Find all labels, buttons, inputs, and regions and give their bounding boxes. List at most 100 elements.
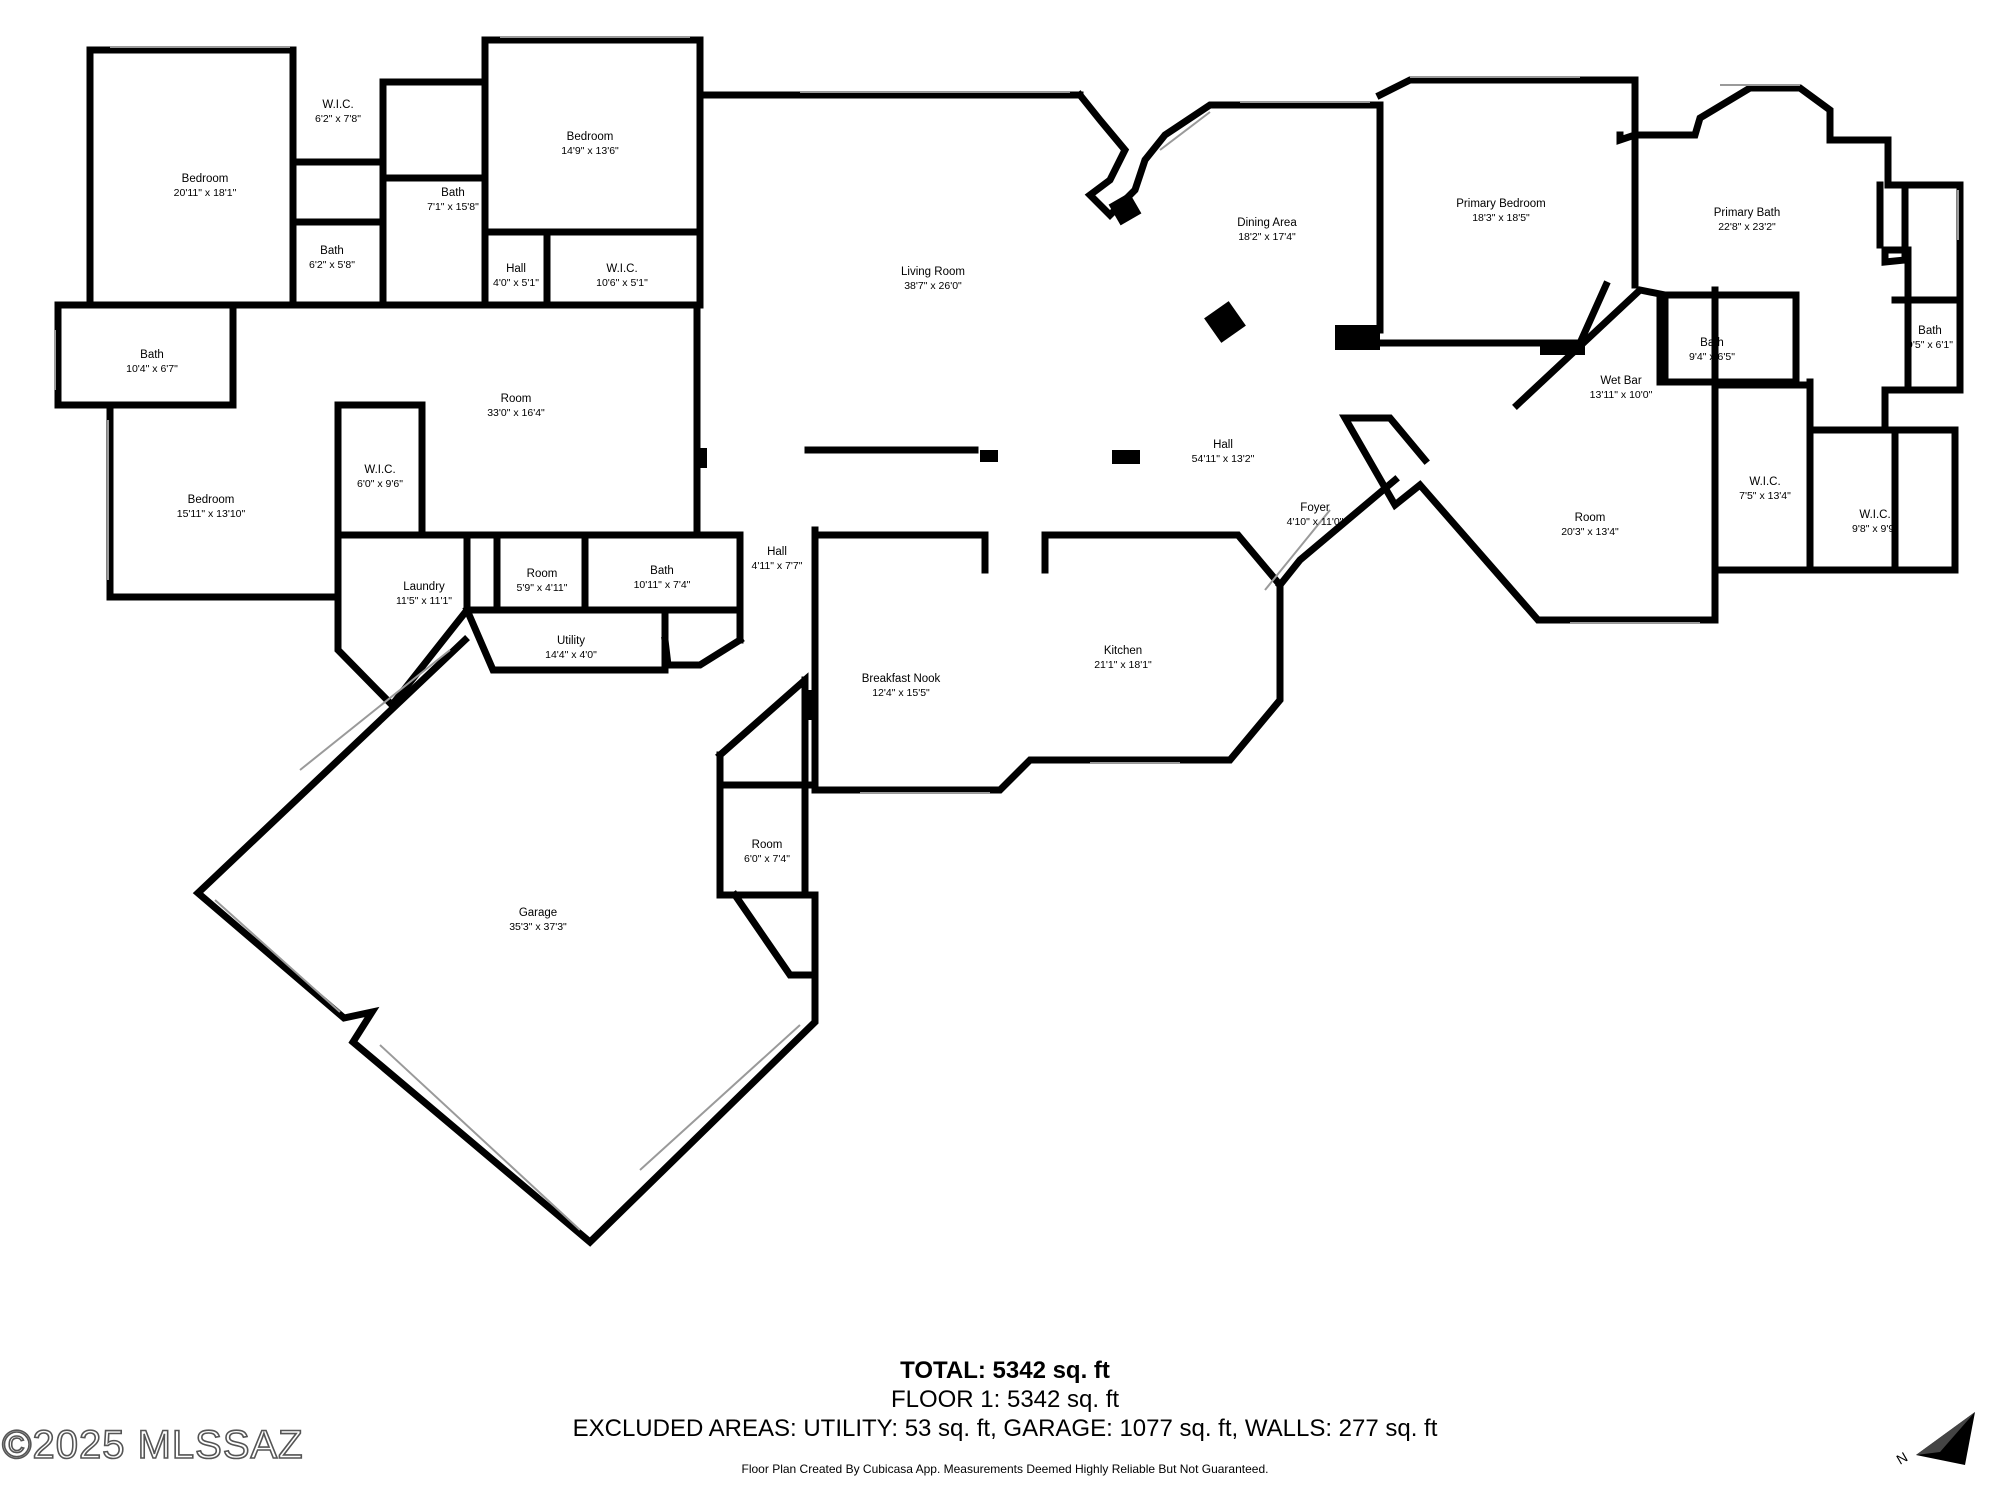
svg-text:Bath: Bath <box>1700 337 1724 349</box>
watermark: ©2025 MLSSAZ <box>2 1423 304 1467</box>
room-label-laundry: Laundry 11'5" x 11'1" <box>396 581 452 607</box>
svg-text:Bath: Bath <box>320 245 344 257</box>
room-label-breakfast-nook: Breakfast Nook 12'4" x 15'5" <box>862 673 941 699</box>
svg-text:12'4" x 15'5": 12'4" x 15'5" <box>872 687 930 699</box>
svg-text:4'11" x 7'7": 4'11" x 7'7" <box>752 560 803 572</box>
svg-text:Foyer: Foyer <box>1300 502 1330 514</box>
svg-text:Breakfast Nook: Breakfast Nook <box>862 673 941 685</box>
room-label-primary-bath: Primary Bath 22'8" x 23'2" <box>1714 207 1780 233</box>
svg-text:Room: Room <box>752 839 783 851</box>
svg-text:Dining Area: Dining Area <box>1237 217 1297 229</box>
svg-text:10'11" x 7'4": 10'11" x 7'4" <box>634 579 691 591</box>
svg-text:Bath: Bath <box>140 349 164 361</box>
svg-text:Bath: Bath <box>650 565 674 577</box>
svg-text:Primary Bath: Primary Bath <box>1714 207 1780 219</box>
svg-text:W.I.C.: W.I.C. <box>364 464 395 476</box>
svg-text:6'2" x 5'8": 6'2" x 5'8" <box>309 259 355 271</box>
svg-text:20'11" x 18'1": 20'11" x 18'1" <box>174 187 237 199</box>
svg-text:4'0" x 5'1": 4'0" x 5'1" <box>493 277 539 289</box>
svg-text:W.I.C.: W.I.C. <box>606 263 637 275</box>
svg-text:22'8" x 23'2": 22'8" x 23'2" <box>1718 221 1776 233</box>
room-label-living-room: Living Room 38'7" x 26'0" <box>901 266 965 292</box>
svg-text:Bath: Bath <box>1918 325 1942 337</box>
svg-text:9'5" x 6'1": 9'5" x 6'1" <box>1907 339 1953 351</box>
room-label-bedroom-n: Bedroom 14'9" x 13'6" <box>561 131 619 157</box>
svg-text:11'5" x 11'1": 11'5" x 11'1" <box>396 595 452 607</box>
room-label-dining-area: Dining Area 18'2" x 17'4" <box>1237 217 1297 243</box>
svg-text:33'0" x 16'4": 33'0" x 16'4" <box>487 407 545 419</box>
svg-text:20'3" x 13'4": 20'3" x 13'4" <box>1561 526 1619 538</box>
svg-text:Bedroom: Bedroom <box>182 173 229 185</box>
room-label-bath-west: Bath 10'4" x 6'7" <box>126 349 178 375</box>
svg-text:14'9" x 13'6": 14'9" x 13'6" <box>561 145 619 157</box>
svg-text:7'5" x 13'4": 7'5" x 13'4" <box>1739 490 1791 502</box>
room-label-bath-4: Bath 9'4" x 6'5" <box>1689 337 1735 363</box>
svg-text:38'7" x 26'0": 38'7" x 26'0" <box>904 280 962 292</box>
room-label-utility: Utility 14'4" x 4'0" <box>545 635 597 661</box>
disclaimer: Floor Plan Created By Cubicasa App. Meas… <box>742 1462 1269 1476</box>
room-label-bedroom-nw: Bedroom 20'11" x 18'1" <box>174 173 237 199</box>
svg-text:9'4" x 6'5": 9'4" x 6'5" <box>1689 351 1735 363</box>
svg-text:13'11" x 10'0": 13'11" x 10'0" <box>1590 389 1653 401</box>
area-summary: TOTAL: 5342 sq. ft FLOOR 1: 5342 sq. ft … <box>573 1357 1438 1476</box>
svg-text:Wet Bar: Wet Bar <box>1600 375 1641 387</box>
room-label-wic-3: W.I.C. 6'0" x 9'6" <box>357 464 403 490</box>
total-area: TOTAL: 5342 sq. ft <box>900 1357 1110 1384</box>
room-label-bath-2: Bath 7'1" x 15'8" <box>427 187 479 213</box>
svg-text:54'11" x 13'2": 54'11" x 13'2" <box>1192 453 1255 465</box>
svg-text:4'10" x 11'0": 4'10" x 11'0" <box>1287 516 1344 528</box>
svg-text:Kitchen: Kitchen <box>1104 645 1142 657</box>
svg-text:Hall: Hall <box>506 263 526 275</box>
room-label-room-center: Room 33'0" x 16'4" <box>487 393 545 419</box>
svg-text:W.I.C.: W.I.C. <box>1749 476 1780 488</box>
svg-text:Bedroom: Bedroom <box>188 494 235 506</box>
walls <box>54 36 1964 1247</box>
svg-text:10'4" x 6'7": 10'4" x 6'7" <box>126 363 178 375</box>
svg-text:6'0" x 7'4": 6'0" x 7'4" <box>744 853 790 865</box>
excluded-areas: EXCLUDED AREAS: UTILITY: 53 sq. ft, GARA… <box>573 1415 1438 1442</box>
north-arrow-icon: N <box>1894 1412 1975 1468</box>
room-label-room-small: Room 5'9" x 4'11" <box>517 568 568 594</box>
svg-text:7'1" x 15'8": 7'1" x 15'8" <box>427 201 479 213</box>
room-label-kitchen: Kitchen 21'1" x 18'1" <box>1094 645 1152 671</box>
room-label-wic-2: W.I.C. 10'6" x 5'1" <box>596 263 648 289</box>
svg-text:10'6" x 5'1": 10'6" x 5'1" <box>596 277 648 289</box>
svg-text:W.I.C.: W.I.C. <box>322 99 353 111</box>
svg-text:21'1" x 18'1": 21'1" x 18'1" <box>1094 659 1152 671</box>
room-label-hall-small: Hall 4'0" x 5'1" <box>493 263 539 289</box>
svg-text:9'8" x 9'9": 9'8" x 9'9" <box>1852 523 1898 535</box>
svg-text:6'0" x 9'6": 6'0" x 9'6" <box>357 478 403 490</box>
svg-text:Room: Room <box>527 568 558 580</box>
svg-text:Hall: Hall <box>767 546 787 558</box>
svg-text:14'4" x 4'0": 14'4" x 4'0" <box>545 649 597 661</box>
windows <box>54 36 1959 1231</box>
room-label-wic-1: W.I.C.6'2" x 7'8" <box>315 99 361 125</box>
svg-text:5'9" x 4'11": 5'9" x 4'11" <box>517 582 568 594</box>
svg-text:Room: Room <box>1575 512 1606 524</box>
svg-text:Room: Room <box>501 393 532 405</box>
svg-text:Living Room: Living Room <box>901 266 965 278</box>
room-label-wic-5: W.I.C. 9'8" x 9'9" <box>1852 509 1898 535</box>
svg-text:18'2" x 17'4": 18'2" x 17'4" <box>1238 231 1296 243</box>
room-label-bedroom-w: Bedroom 15'11" x 13'10" <box>177 494 246 520</box>
room-label-foyer: Foyer 4'10" x 11'0" <box>1287 502 1344 528</box>
svg-text:35'3" x 37'3": 35'3" x 37'3" <box>509 921 567 933</box>
room-label-bath-3: Bath 10'11" x 7'4" <box>634 565 691 591</box>
svg-text:Utility: Utility <box>557 635 585 647</box>
svg-text:W.I.C.: W.I.C. <box>1859 509 1890 521</box>
svg-text:18'3" x 18'5": 18'3" x 18'5" <box>1472 212 1530 224</box>
room-label-bath-1: Bath 6'2" x 5'8" <box>309 245 355 271</box>
svg-text:Laundry: Laundry <box>403 581 445 593</box>
svg-text:15'11" x 13'10": 15'11" x 13'10" <box>177 508 246 520</box>
room-label-room-garage-side: Room 6'0" x 7'4" <box>744 839 790 865</box>
svg-text:Bath: Bath <box>441 187 465 199</box>
room-label-wic-4: W.I.C. 7'5" x 13'4" <box>1739 476 1791 502</box>
svg-text:Bedroom: Bedroom <box>567 131 614 143</box>
room-label-room-east: Room 20'3" x 13'4" <box>1561 512 1619 538</box>
north-label: N <box>1894 1449 1911 1468</box>
fixtures <box>697 192 1585 720</box>
